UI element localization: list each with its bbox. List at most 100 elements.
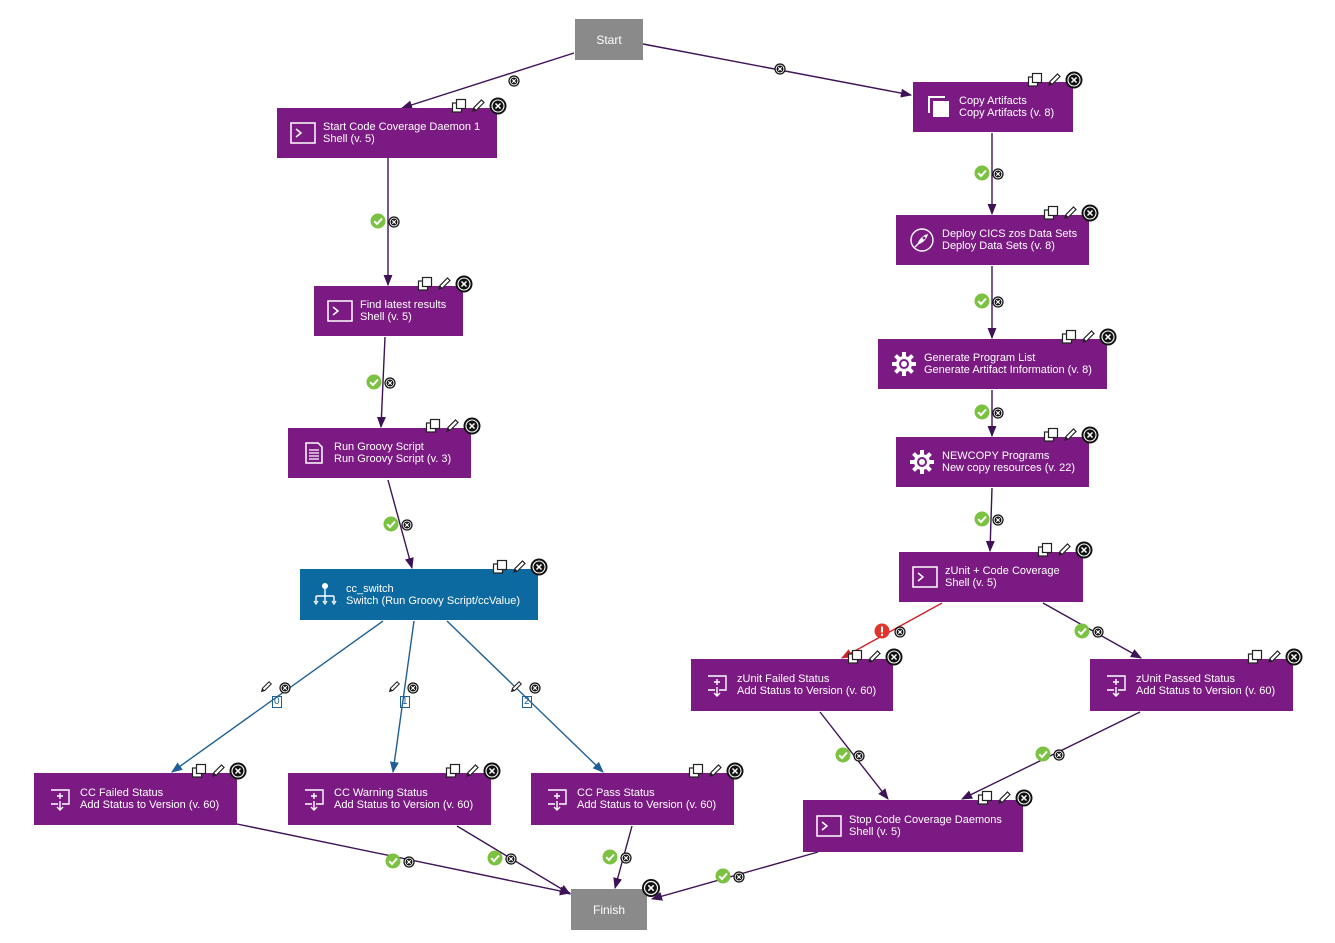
finish-node[interactable]: Finish (571, 889, 647, 930)
edit-pencil-icon[interactable] (444, 418, 460, 434)
edge-remove-icon[interactable] (992, 513, 1004, 526)
edit-pencil-icon[interactable] (509, 680, 523, 694)
delete-icon[interactable] (1285, 648, 1303, 666)
edit-pencil-icon[interactable] (1046, 72, 1062, 88)
delete-icon[interactable] (1081, 204, 1099, 222)
edge-remove-icon[interactable] (508, 74, 520, 87)
edit-pencil-icon[interactable] (996, 790, 1012, 806)
duplicate-icon[interactable] (1043, 205, 1059, 221)
success-check-icon[interactable] (383, 516, 399, 532)
duplicate-icon[interactable] (451, 98, 467, 114)
edge-remove-icon[interactable] (388, 215, 400, 228)
edit-pencil-icon[interactable] (1062, 205, 1078, 221)
delete-icon[interactable] (1075, 541, 1093, 559)
edge-remove-icon[interactable] (853, 749, 865, 762)
edit-pencil-icon[interactable] (1062, 427, 1078, 443)
edge-remove-icon[interactable] (407, 681, 419, 694)
edit-pencil-icon[interactable] (436, 276, 452, 292)
success-check-icon[interactable] (1035, 746, 1051, 762)
edge-remove-icon[interactable] (992, 406, 1004, 419)
success-check-icon[interactable] (974, 511, 990, 527)
edit-pencil-icon[interactable] (387, 680, 401, 694)
duplicate-icon[interactable] (1043, 427, 1059, 443)
success-check-icon[interactable] (715, 868, 731, 884)
edge-remove-icon[interactable] (620, 851, 632, 864)
success-check-icon[interactable] (835, 747, 851, 763)
duplicate-icon[interactable] (1037, 542, 1053, 558)
edge-run-groovy-to-cc-switch[interactable] (387, 479, 414, 570)
delete-icon[interactable] (489, 97, 507, 115)
success-check-icon[interactable] (602, 849, 618, 865)
finish-delete-icon[interactable] (641, 878, 661, 898)
duplicate-icon[interactable] (977, 790, 993, 806)
edit-pencil-icon[interactable] (470, 98, 486, 114)
edge-remove-icon[interactable] (992, 167, 1004, 180)
edit-pencil-icon[interactable] (464, 763, 480, 779)
success-check-icon[interactable] (487, 850, 503, 866)
delete-icon[interactable] (530, 558, 548, 576)
duplicate-icon[interactable] (191, 763, 207, 779)
duplicate-icon[interactable] (425, 418, 441, 434)
edge-remove-icon[interactable] (774, 62, 786, 75)
edit-pencil-icon[interactable] (1056, 542, 1072, 558)
duplicate-icon[interactable] (417, 276, 433, 292)
success-check-icon[interactable] (1074, 623, 1090, 639)
edge-remove-icon[interactable] (403, 855, 415, 868)
success-check-icon[interactable] (370, 213, 386, 229)
delete-icon[interactable] (455, 275, 473, 293)
edge-remove-icon[interactable] (401, 518, 413, 531)
edit-pencil-icon[interactable] (259, 680, 273, 694)
edit-pencil-icon[interactable] (1266, 649, 1282, 665)
duplicate-icon[interactable] (445, 763, 461, 779)
edge-cc-failed-to-finish[interactable] (236, 823, 572, 896)
duplicate-icon[interactable] (492, 559, 508, 575)
edge-find-latest-to-run-groovy[interactable] (376, 336, 386, 429)
success-check-icon[interactable] (974, 293, 990, 309)
failure-alert-icon[interactable] (874, 623, 890, 639)
edge-remove-icon[interactable] (733, 870, 745, 883)
delete-icon[interactable] (1081, 426, 1099, 444)
success-check-icon[interactable] (366, 374, 382, 390)
edge-newcopy-to-zunit[interactable] (985, 487, 995, 553)
delete-icon[interactable] (726, 762, 744, 780)
edit-pencil-icon[interactable] (866, 649, 882, 665)
delete-icon[interactable] (1015, 789, 1033, 807)
delete-icon[interactable] (229, 762, 247, 780)
edge-remove-icon[interactable] (505, 852, 517, 865)
edit-pencil-icon[interactable] (707, 763, 723, 779)
edge-remove-icon[interactable] (529, 681, 541, 694)
duplicate-icon[interactable] (688, 763, 704, 779)
edge-start-to-start-cc[interactable] (400, 52, 575, 110)
edge-remove-icon[interactable] (279, 681, 291, 694)
edge-remove-icon[interactable] (1092, 625, 1104, 638)
start-node[interactable]: Start (575, 19, 643, 60)
edit-pencil-icon[interactable] (210, 763, 226, 779)
edge-remove-icon[interactable] (384, 376, 396, 389)
success-check-icon[interactable] (974, 404, 990, 420)
edit-pencil-icon[interactable] (1080, 329, 1096, 345)
delete-icon[interactable] (1065, 71, 1083, 89)
success-check-icon[interactable] (385, 853, 401, 869)
edge-zunit-to-failed[interactable] (841, 602, 943, 659)
duplicate-icon[interactable] (1061, 329, 1077, 345)
delete-icon[interactable] (463, 417, 481, 435)
edge-remove-icon[interactable] (1053, 748, 1065, 761)
duplicate-icon[interactable] (1027, 72, 1043, 88)
edit-pencil-icon[interactable] (511, 559, 527, 575)
delete-icon[interactable] (483, 762, 501, 780)
edge-remove-icon[interactable] (992, 295, 1004, 308)
edge-passed-to-stop[interactable] (960, 711, 1141, 800)
